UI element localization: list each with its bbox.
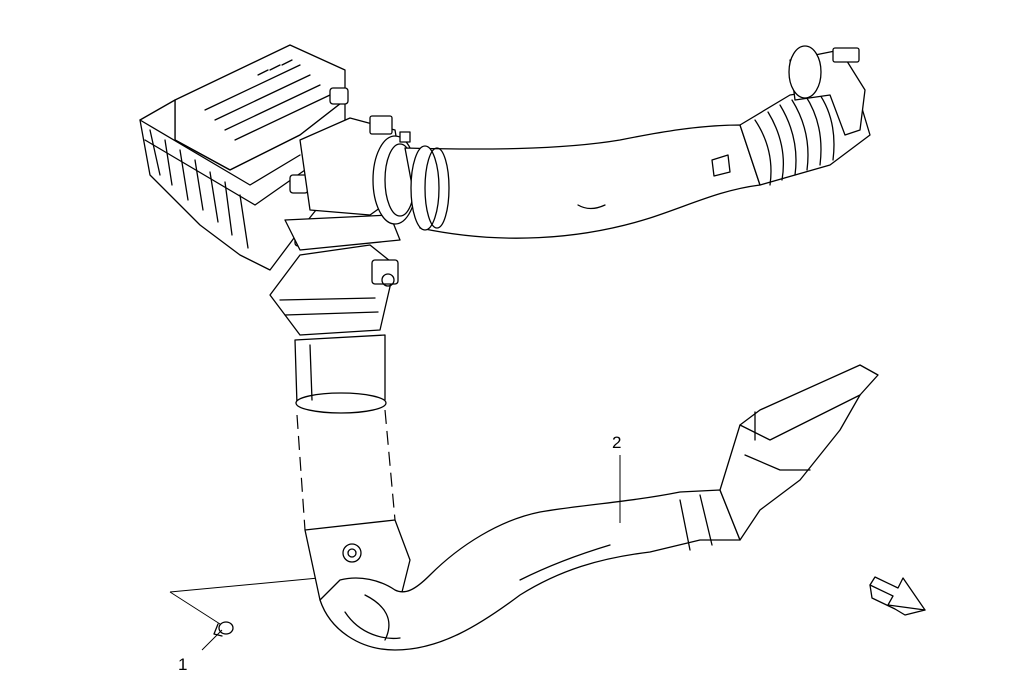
leader-line-1 bbox=[201, 629, 223, 651]
lower-intake-duct bbox=[304, 364, 879, 651]
fastener-pin bbox=[213, 621, 234, 637]
direction-arrow-icon bbox=[869, 576, 926, 616]
inlet-adapter bbox=[269, 244, 399, 414]
air-cleaner-housing bbox=[139, 44, 401, 271]
upper-intake-duct bbox=[299, 45, 871, 239]
callout-1: 1 bbox=[178, 655, 187, 674]
callout-2: 2 bbox=[612, 433, 621, 452]
